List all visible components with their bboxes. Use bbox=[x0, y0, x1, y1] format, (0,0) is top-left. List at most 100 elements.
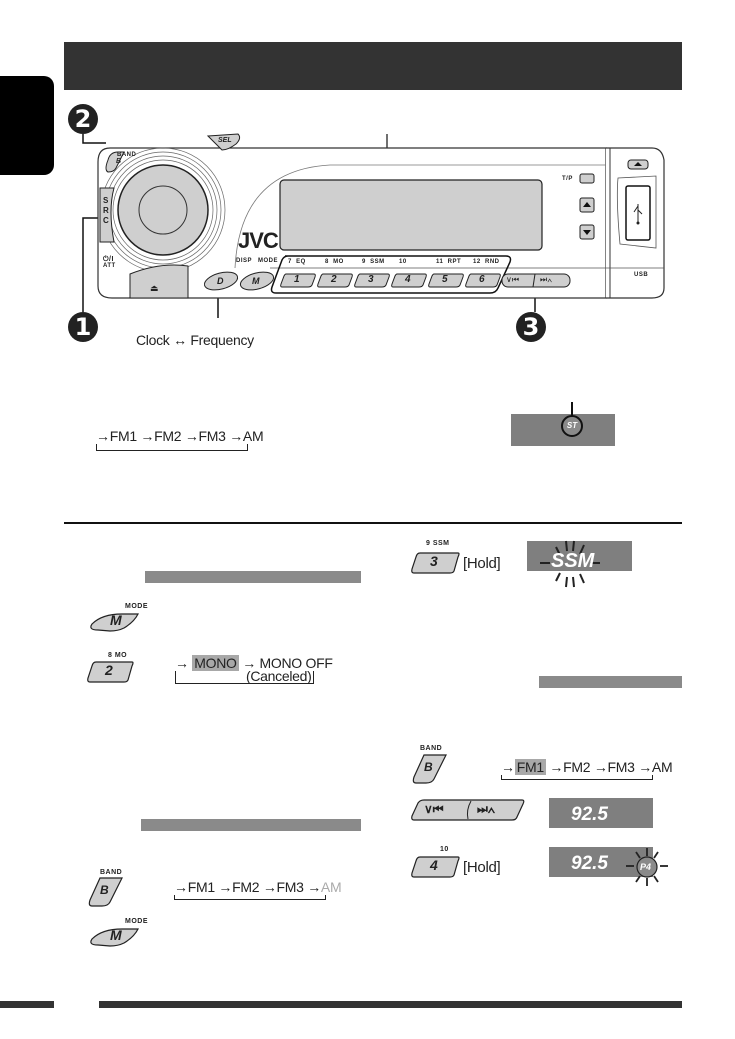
band-button-shape bbox=[105, 151, 125, 173]
eject-button-shape bbox=[129, 264, 189, 299]
tp-label: T/P bbox=[562, 176, 573, 182]
band-button-right-shape[interactable] bbox=[410, 753, 450, 785]
mode-label: MODE bbox=[258, 258, 278, 264]
ssm-flash-icon bbox=[540, 540, 600, 588]
sel-button[interactable]: SEL bbox=[218, 137, 232, 144]
mono-cycle-loop bbox=[175, 665, 314, 684]
mode-button-left-2[interactable]: M bbox=[110, 927, 122, 943]
ssm-display bbox=[527, 541, 632, 571]
preset-secondary-label-1: 7 EQ bbox=[288, 259, 306, 265]
seek-back-button-right[interactable]: ∨⏮ bbox=[424, 802, 444, 816]
band-fm2: FM2 bbox=[232, 879, 260, 895]
preset-button-shape-1 bbox=[280, 273, 316, 288]
mode-label-left: MODE bbox=[125, 603, 148, 610]
footer-page-bar bbox=[0, 1001, 54, 1008]
power-att-label: ⏻/I bbox=[103, 256, 114, 263]
step-1-badge: 1 bbox=[68, 312, 98, 342]
volume-knob bbox=[100, 147, 226, 273]
att-label: ATT bbox=[103, 263, 116, 269]
frequency-display-2-text: 92.5 bbox=[571, 853, 608, 874]
preset-button-shape-6 bbox=[465, 273, 501, 288]
band-fm2: FM2 bbox=[563, 759, 591, 775]
frequency-display-1-text: 92.5 bbox=[571, 804, 608, 825]
band-fm3: FM3 bbox=[607, 759, 635, 775]
preset-flash-icon bbox=[626, 848, 668, 886]
main-display bbox=[279, 179, 543, 251]
preset-button-2[interactable]: 2 bbox=[331, 274, 337, 285]
seek-button-right-shape[interactable] bbox=[410, 798, 526, 822]
preset-button-4[interactable]: 4 bbox=[405, 274, 411, 285]
band-fm1: FM1 bbox=[109, 428, 137, 444]
preset-button-5[interactable]: 5 bbox=[442, 274, 448, 285]
preset-button-6[interactable]: 6 bbox=[479, 274, 485, 285]
disp-label: DISP bbox=[236, 258, 253, 264]
band-button-left-shape[interactable] bbox=[86, 876, 126, 908]
left-subheading-bar-2 bbox=[141, 819, 361, 831]
band-fm1: FM1 bbox=[187, 879, 215, 895]
preset-4-button-shape[interactable] bbox=[410, 855, 462, 879]
step-2-badge: 2 bbox=[68, 104, 98, 134]
seek-forward-button[interactable]: ⏭∧ bbox=[540, 275, 553, 284]
mode-button-left[interactable]: M bbox=[110, 612, 122, 628]
mode-button-left-2-shape[interactable] bbox=[86, 925, 142, 949]
left-subheading-bar-1 bbox=[145, 571, 361, 583]
frequency-display-1 bbox=[549, 798, 653, 828]
preset-4-button[interactable]: 4 bbox=[430, 857, 438, 873]
footer-rule bbox=[99, 1001, 682, 1008]
seek-back-button[interactable]: ∨⏮ bbox=[506, 275, 520, 284]
band-cycle-left: →FM1 →FM2 →FM3 →AM bbox=[174, 879, 346, 895]
ssm-label: 9 SSM bbox=[426, 540, 450, 547]
band-cycle-right: →FM1 →FM2 →FM3 →AM bbox=[501, 759, 677, 775]
preset-2-button-shape[interactable] bbox=[86, 660, 136, 684]
disp-button[interactable]: D bbox=[217, 276, 224, 286]
band-button-right[interactable]: B bbox=[424, 760, 433, 774]
preset-badge: P4 bbox=[640, 862, 652, 872]
preset-2-button[interactable]: 2 bbox=[105, 662, 113, 678]
tp-button-shape bbox=[579, 173, 595, 184]
band-am: AM bbox=[320, 879, 342, 895]
mode-label-left-2: MODE bbox=[125, 918, 148, 925]
mono-on: MONO bbox=[192, 655, 239, 671]
preset-3-button[interactable]: 3 bbox=[430, 553, 438, 569]
hold-label-preset: [Hold] bbox=[463, 859, 501, 876]
band-fm1: FM1 bbox=[514, 759, 546, 775]
clock-label: Clock bbox=[136, 332, 170, 348]
mode-button[interactable]: M bbox=[252, 276, 260, 286]
callout-line-1 bbox=[82, 217, 100, 312]
step-3-badge: 3 bbox=[516, 312, 546, 342]
mo-label: 8 MO bbox=[108, 652, 128, 659]
band-am: AM bbox=[651, 759, 673, 775]
src-button[interactable]: S R C bbox=[103, 196, 113, 226]
band-button[interactable]: B bbox=[116, 158, 122, 165]
band-label: BAND bbox=[117, 152, 137, 158]
st-indicator: ST bbox=[561, 415, 583, 437]
preset-4-label: 10 bbox=[440, 846, 449, 853]
st-pointer bbox=[571, 402, 573, 416]
head-unit-illustration bbox=[82, 133, 665, 318]
hold-label-ssm: [Hold] bbox=[463, 555, 501, 572]
mono-off-note: (Canceled) bbox=[246, 668, 312, 684]
eject-button[interactable]: ⏏ bbox=[150, 283, 159, 293]
double-arrow-icon: ↔ bbox=[173, 332, 187, 348]
band-fm3: FM3 bbox=[276, 879, 304, 895]
mono-cycle: → MONO → MONO OFF bbox=[175, 655, 337, 671]
ssm-display-text: SSM bbox=[551, 550, 595, 572]
band-cycle-top-loop bbox=[96, 438, 248, 451]
frequency-display-2 bbox=[549, 847, 653, 877]
preset-secondary-label-6: 12 RND bbox=[473, 259, 500, 265]
preset-button-1[interactable]: 1 bbox=[294, 274, 300, 285]
section-divider bbox=[64, 522, 682, 524]
mono-off: MONO OFF bbox=[259, 655, 333, 671]
preset-button-3[interactable]: 3 bbox=[368, 274, 374, 285]
preset-button-shape-3 bbox=[354, 273, 390, 288]
band-label-right: BAND bbox=[420, 745, 443, 752]
band-fm2: FM2 bbox=[154, 428, 182, 444]
band-button-left[interactable]: B bbox=[100, 883, 109, 897]
mode-button-left-shape[interactable] bbox=[86, 610, 142, 634]
band-fm3: FM3 bbox=[198, 428, 226, 444]
seek-forward-button-right[interactable]: ⏭∧ bbox=[477, 802, 496, 816]
preset-3-button-shape[interactable] bbox=[410, 551, 462, 575]
src-button-shape bbox=[99, 187, 115, 243]
band-am: AM bbox=[242, 428, 264, 444]
preset-button-shape-4 bbox=[391, 273, 427, 288]
